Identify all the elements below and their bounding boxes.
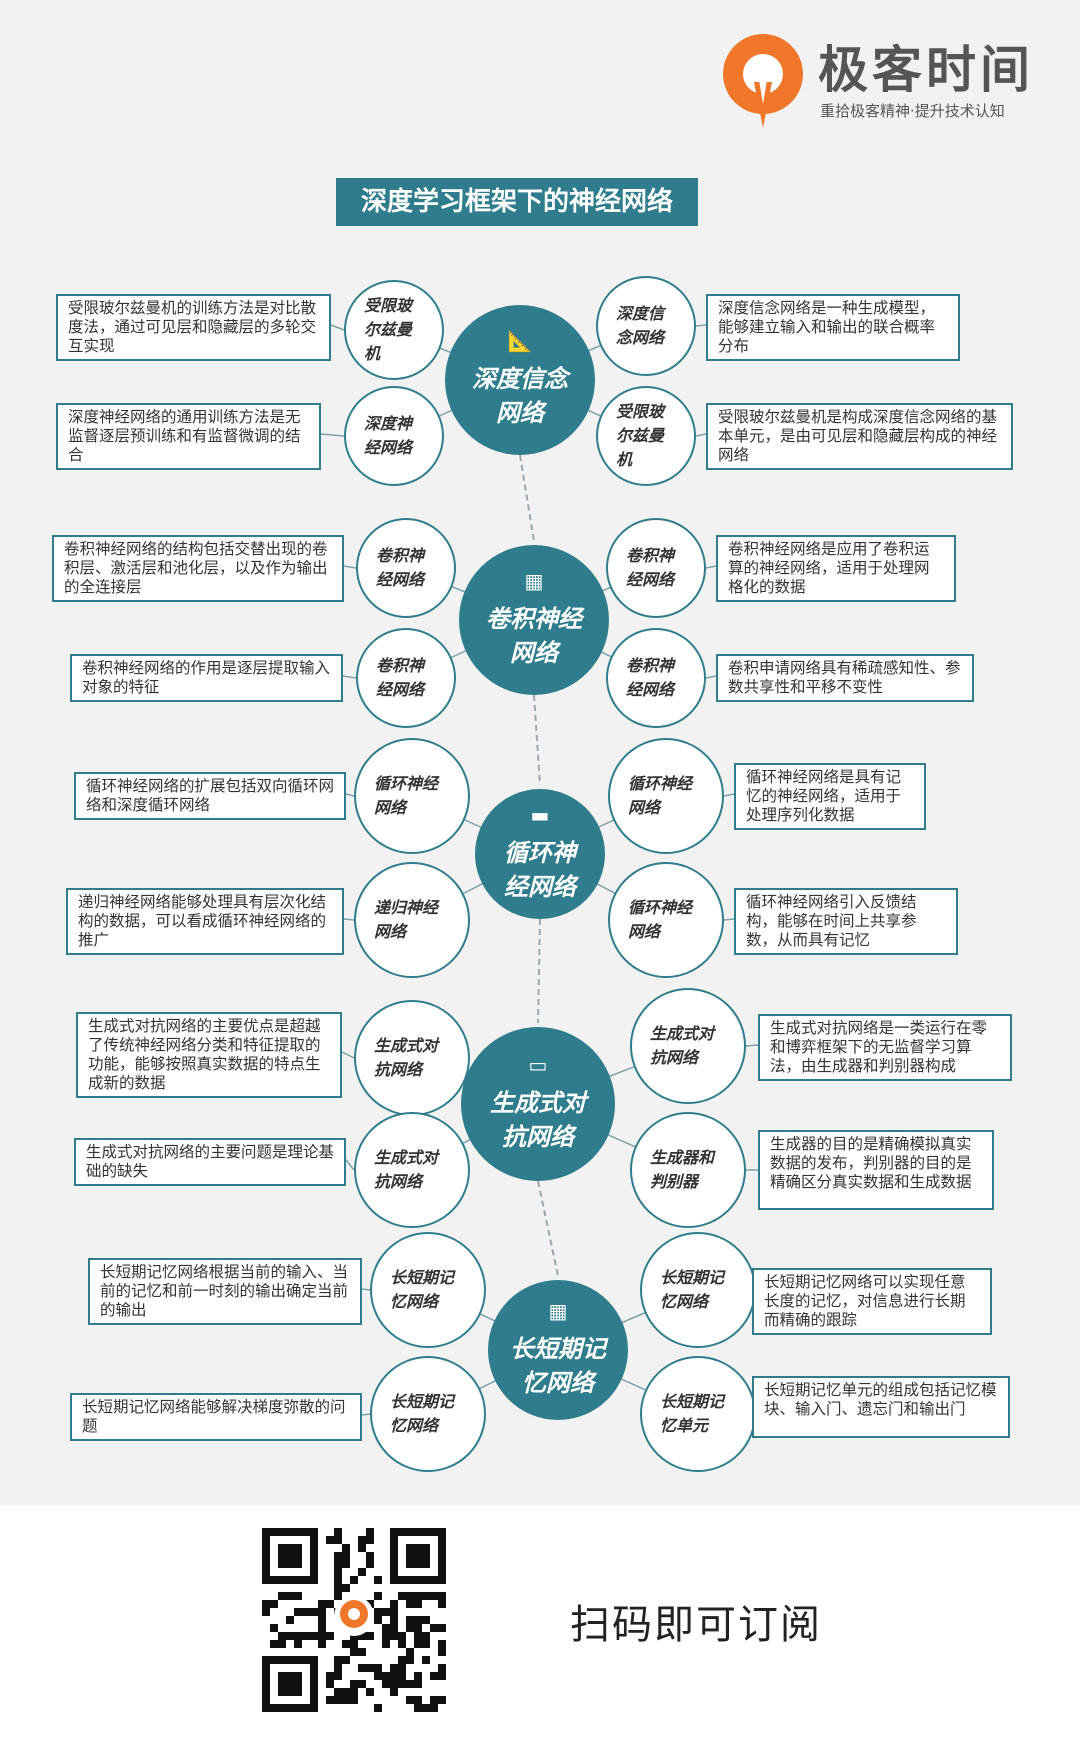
- desc-connector-left-2-2: [342, 675, 357, 679]
- description-box: 卷积申请网络具有稀疏感知性、参数共享性和平移不变性: [716, 654, 974, 702]
- description-box: 生成式对抗网络的主要优点是超越了传统神经网络分类和特征提取的功能，能够按照真实数…: [76, 1012, 342, 1098]
- subtopic-node: 卷积神经网络: [606, 628, 706, 728]
- desc-connector-right-4-1: [745, 1044, 759, 1047]
- subtopic-node: 受限玻尔兹曼机: [344, 280, 444, 380]
- brand-slogan: 重拾极客精神·提升技术认知: [820, 102, 1005, 120]
- description-box: 深度信念网络是一种生成模型，能够建立输入和输出的联合概率分布: [706, 294, 960, 361]
- description-box: 长短期记忆单元的组成包括记忆模块、输入门、遗忘门和输出门: [752, 1376, 1010, 1438]
- description-box: 深度神经网络的通用训练方法是无监督逐层预训练和有监督微调的结合: [56, 403, 321, 470]
- description-box: 生成式对抗网络的主要问题是理论基础的缺失: [74, 1138, 346, 1186]
- center-node-2: ▦ 卷积神经网络: [459, 545, 609, 695]
- desc-connector-left-1-2: [320, 433, 345, 437]
- description-box: 长短期记忆网络能够解决梯度弥散的问题: [70, 1393, 362, 1441]
- subtopic-node: 生成式对抗网络: [630, 988, 746, 1104]
- desc-connector-left-3-1: [345, 793, 355, 797]
- description-box: 生成式对抗网络是一类运行在零和博弈框架下的无监督学习算法，由生成器和判别器构成: [758, 1014, 1012, 1081]
- center-node-label: 卷积神经网络: [486, 605, 582, 667]
- description-box: 生成器的目的是精确模拟真实数据的发布，判别器的目的是精确区分真实数据和生成数据: [758, 1130, 994, 1210]
- desc-connector-right-2-1: [705, 565, 717, 569]
- subtopic-node: 长短期记忆网络: [370, 1356, 486, 1472]
- desc-connector-right-1-2: [695, 433, 707, 437]
- diagram-background: [0, 0, 1080, 1505]
- blackboard-icon: ▭: [528, 1053, 548, 1077]
- description-box: 受限玻尔兹曼机是构成深度信念网络的基本单元，是由可见层和隐藏层构成的神经网络: [706, 403, 1013, 470]
- description-box: 递归神经网络能够处理具有层次化结构的数据，可以看成循环神经网络的推广: [66, 888, 344, 955]
- description-box: 卷积神经网络的结构包括交替出现的卷积层、激活层和池化层，以及作为输出的全连接层: [52, 535, 344, 602]
- description-box: 循环神经网络是具有记忆的神经网络，适用于处理序列化数据: [734, 763, 926, 830]
- description-box: 受限玻尔兹曼机的训练方法是对比散度法，通过可见层和隐藏层的多轮交互实现: [56, 294, 331, 361]
- subscribe-text: 扫码即可订阅: [570, 1602, 822, 1648]
- subtopic-node: 受限玻尔兹曼机: [596, 386, 696, 486]
- footer: [0, 1505, 1080, 1740]
- subtopic-node: 生成器和判别器: [630, 1112, 746, 1228]
- subtopic-node: 深度神经网络: [344, 386, 444, 486]
- subtopic-node: 深度信念网络: [596, 276, 696, 376]
- subtopic-node: 卷积神经网络: [356, 628, 456, 728]
- subtopic-node: 生成式对抗网络: [354, 1112, 470, 1228]
- subtopic-node: 生成式对抗网络: [354, 1000, 470, 1116]
- desc-connector-right-3-2: [723, 918, 735, 921]
- center-node-label: 生成式对抗网络: [490, 1089, 586, 1151]
- center-node-label: 深度信念网络: [472, 365, 568, 427]
- description-box: 循环神经网络引入反馈结构，能够在时间上共享参数，从而具有记忆: [734, 888, 958, 955]
- flow-arrow-3: [537, 918, 541, 1024]
- desc-connector-left-4-2: [345, 1159, 355, 1171]
- flow-arrow-1: [519, 454, 535, 542]
- qr-code-icon: [262, 1528, 446, 1712]
- description-box: 长短期记忆网络可以实现任意长度的记忆，对信息进行长期而精确的跟踪: [752, 1268, 992, 1335]
- desc-connector-left-4-1: [341, 1051, 355, 1059]
- subtopic-node: 循环神经网络: [608, 862, 724, 978]
- subtopic-node: 长短期记忆网络: [640, 1232, 756, 1348]
- description-box: 卷积神经网络是应用了卷积运算的神经网络，适用于处理网格化的数据: [716, 535, 956, 602]
- description-box: 循环神经网络的扩展包括双向循环网络和深度循环网络: [74, 772, 346, 820]
- desc-connector-left-2-1: [343, 565, 357, 569]
- color-blocks-icon: ▦: [524, 569, 544, 593]
- desc-connector-right-3-1: [723, 793, 735, 797]
- desc-connector-right-1-1: [695, 324, 707, 327]
- folder-icon: ▬: [530, 803, 550, 827]
- desc-connector-left-5-1: [361, 1288, 371, 1291]
- center-node-5: ▦ 长短期记忆网络: [488, 1280, 628, 1420]
- desc-connector-left-1-1: [330, 324, 345, 331]
- subtopic-node: 循环神经网络: [354, 738, 470, 854]
- subtopic-node: 卷积神经网络: [606, 518, 706, 618]
- description-box: 长短期记忆网络根据当前的输入、当前的记忆和前一时刻的输出确定当前的输出: [88, 1258, 362, 1325]
- center-node-1: 📐 深度信念网络: [445, 305, 595, 455]
- subtopic-node: 长短期记忆单元: [640, 1356, 756, 1472]
- desc-connector-left-3-2: [343, 918, 355, 921]
- flow-arrow-2: [533, 694, 541, 786]
- subtopic-node: 递归神经网络: [354, 862, 470, 978]
- center-node-label: 长短期记忆网络: [510, 1335, 606, 1397]
- description-box: 卷积神经网络的作用是逐层提取输入对象的特征: [70, 654, 343, 702]
- desc-connector-left-5-2: [361, 1413, 371, 1416]
- triangle-ruler-icon: 📐: [507, 329, 533, 353]
- flow-arrow-4: [537, 1180, 559, 1277]
- center-node-3: ▬ 循环神经网络: [475, 789, 605, 919]
- subtopic-node: 卷积神经网络: [356, 518, 456, 618]
- desc-connector-right-2-2: [705, 675, 717, 679]
- brand-name: 极客时间: [818, 41, 1034, 99]
- center-node-label: 循环神经网络: [504, 839, 576, 901]
- center-node-4: ▭ 生成式对抗网络: [461, 1027, 615, 1181]
- color-blocks-icon: ▦: [548, 1299, 568, 1323]
- geektime-logo-icon: [723, 34, 803, 128]
- diagram-title: 深度学习框架下的神经网络: [336, 178, 698, 226]
- subtopic-node: 循环神经网络: [608, 738, 724, 854]
- subtopic-node: 长短期记忆网络: [370, 1232, 486, 1348]
